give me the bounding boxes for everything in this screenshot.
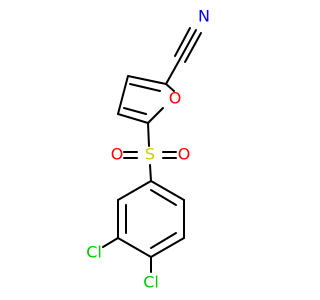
sulfonyl-left-double-bond — [123, 151, 138, 159]
nitrile-nitrogen-label: N — [198, 7, 210, 26]
furan-ring — [117, 75, 175, 124]
sulfonyl-right-double-bond — [162, 151, 177, 159]
chlorine-3-label: Cl — [86, 243, 102, 262]
sulfonyl-sulfur-label: S — [145, 145, 155, 164]
bond-furanC2-CN — [165, 58, 181, 85]
nitrile-triple-bond — [174, 27, 202, 63]
structure-diagram: N O S O O Cl Cl — [86, 7, 210, 292]
sulfonyl-oxygen-left-label: O — [111, 145, 124, 164]
bond-C3-Cl — [102, 237, 119, 248]
furan-oxygen-label: O — [169, 89, 182, 108]
sulfonyl-oxygen-right-label: O — [178, 145, 191, 164]
benzene-ring — [117, 180, 185, 258]
bond-S-benzene — [149, 164, 152, 182]
chlorine-4-label: Cl — [143, 273, 159, 292]
molecule-canvas: N O S O O Cl Cl — [86, 7, 210, 292]
bond-furan-S — [147, 122, 150, 147]
